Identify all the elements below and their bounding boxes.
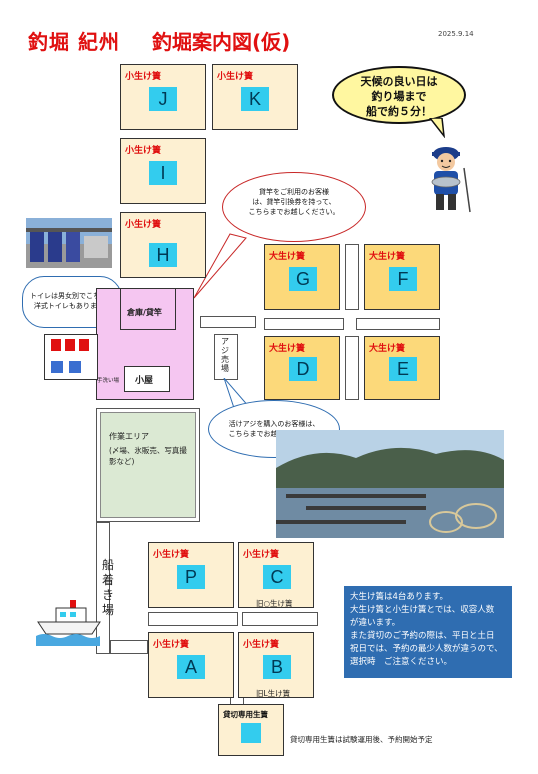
bubble-line: 活けアジを購入のお客様は、 (228, 420, 320, 428)
cage-f[interactable]: 大生け簀 F (364, 244, 440, 310)
cage-charter[interactable]: 貸切専用生簀 (218, 704, 284, 756)
storage-label: 倉庫/貸竿 (127, 308, 162, 317)
walkway (148, 612, 238, 626)
footer-note: 貸切専用生簀は試験運用後、予約開始予定 (290, 735, 433, 744)
cage-letter: A (177, 655, 205, 679)
handwash-label: 手洗い場 (97, 378, 120, 384)
pier-walkway (96, 522, 110, 654)
cage-letter: B (263, 655, 291, 679)
cage-letter: K (241, 87, 269, 111)
cage-label: 小生け簀 (125, 220, 162, 230)
cage-b-note: 旧L生け簀 (256, 689, 291, 698)
info-box: 大生け簀は4台あります。 大生け簀と小生け簀とでは、収容人数 が違います。 また… (344, 586, 512, 678)
pier-label: 船着き場 (102, 558, 115, 617)
cage-letter: J (149, 87, 177, 111)
cage-c[interactable]: 小生け簀 C (238, 542, 314, 608)
cage-d[interactable]: 大生け簀 D (264, 336, 340, 400)
cage-label: 大生け簀 (269, 344, 306, 354)
work-area-title: 作業エリア (109, 432, 149, 441)
boat-icon (36, 600, 101, 646)
cage-letter: G (289, 267, 317, 291)
toilet-stall (69, 361, 81, 373)
cage-label: 小生け簀 (125, 146, 162, 156)
cage-letter: H (149, 243, 177, 267)
fisherman-icon (431, 147, 471, 213)
bubble-line: 洋式トイレもあります。 (33, 302, 111, 310)
hut[interactable]: 小屋 (124, 366, 170, 392)
storage-rod-room[interactable]: 倉庫/貸竿 (120, 288, 176, 330)
bubble-line: トイレは男女別でこちら。 (30, 292, 114, 300)
toilet-block[interactable] (44, 334, 98, 380)
walkway (345, 336, 359, 400)
cage-label: 大生け簀 (369, 252, 406, 262)
bubble-line: 貸竿をご利用のお客様 (259, 188, 329, 196)
toilet-stall (79, 339, 89, 351)
toilet-photo (26, 218, 112, 268)
cage-i[interactable]: 小生け簀 I (120, 138, 206, 204)
cage-label: 小生け簀 (125, 72, 162, 82)
info-line: 選択時 ご注意ください。 (350, 657, 453, 667)
bubble-line: こちらまでお越しください。 (248, 208, 340, 216)
fishfarm-photo (276, 430, 504, 538)
aji-stand[interactable]: アジ売場 (214, 334, 238, 380)
boat-callout: 天候の良い日は 釣り場まで 船で約５分！ (332, 66, 466, 124)
info-line: 大生け簀は4台あります。 (350, 592, 449, 602)
walkway (264, 318, 344, 330)
cage-j[interactable]: 小生け簀 J (120, 64, 206, 130)
cage-label: 貸切専用生簀 (223, 710, 268, 719)
cage-c-note: 旧○生け簀 (256, 599, 293, 608)
cage-label: 小生け簀 (153, 640, 190, 650)
cage-label: 大生け簀 (369, 344, 406, 354)
cage-letter: C (263, 565, 291, 589)
info-line: 祝日では、予約の最少人数が違うので、 (350, 644, 503, 654)
date-label: 2025.9.14 (438, 30, 474, 38)
aji-stand-label: アジ売場 (221, 337, 229, 373)
callout-line: 船で約５分！ (366, 105, 432, 118)
bubble-tail (193, 233, 247, 299)
callout-line: 釣り場まで (371, 90, 427, 103)
toilet-stall (51, 339, 61, 351)
work-area-desc: (〆場、氷販売、写真撮影など) (109, 446, 187, 466)
callout-tail (429, 118, 445, 138)
bubble-line: こちらまでお越しください。 (228, 430, 320, 438)
info-line: 大生け簀と小生け簀とでは、収容人数 (350, 605, 495, 615)
info-line: が違います。 (350, 618, 401, 628)
cage-k[interactable]: 小生け簀 K (212, 64, 298, 130)
cage-a[interactable]: 小生け簀 A (148, 632, 234, 698)
cage-label: 小生け簀 (217, 72, 254, 82)
bubble-line: は、貸竿引換券を持って、 (252, 198, 336, 206)
walkway (200, 316, 256, 328)
cage-label: 小生け簀 (153, 550, 190, 560)
cage-label: 大生け簀 (269, 252, 306, 262)
cage-label: 小生け簀 (243, 550, 280, 560)
cage-g[interactable]: 大生け簀 G (264, 244, 340, 310)
cage-e[interactable]: 大生け簀 E (364, 336, 440, 400)
cage-letter: E (389, 357, 417, 381)
callout-line: 天候の良い日は (360, 75, 438, 88)
walkway (356, 318, 440, 330)
hut-label: 小屋 (135, 376, 154, 386)
toilet-stall (65, 339, 75, 351)
cage-label: 小生け簀 (243, 640, 280, 650)
page-subtitle: 釣堀案内図(仮) (152, 30, 291, 54)
walkway (345, 244, 359, 310)
toilet-stall (51, 361, 63, 373)
cage-h[interactable]: 小生け簀 H (120, 212, 206, 278)
info-line: また貸切のご予約の際は、平日と土日 (350, 631, 495, 641)
cage-letter: P (177, 565, 205, 589)
cage-letter-box (241, 723, 261, 743)
cage-b[interactable]: 小生け簀 B (238, 632, 314, 698)
rod-rental-bubble: 貸竿をご利用のお客様 は、貸竿引換券を持って、 こちらまでお越しください。 (222, 172, 366, 242)
walkway (242, 612, 318, 626)
cage-letter: D (289, 357, 317, 381)
cage-p[interactable]: 小生け簀 P (148, 542, 234, 608)
page-title: 釣堀 紀州 (28, 30, 120, 54)
cage-letter: I (149, 161, 177, 185)
walkway (110, 640, 148, 654)
work-area[interactable]: 作業エリア (〆場、氷販売、写真撮影など) (100, 412, 196, 518)
cage-letter: F (389, 267, 417, 291)
